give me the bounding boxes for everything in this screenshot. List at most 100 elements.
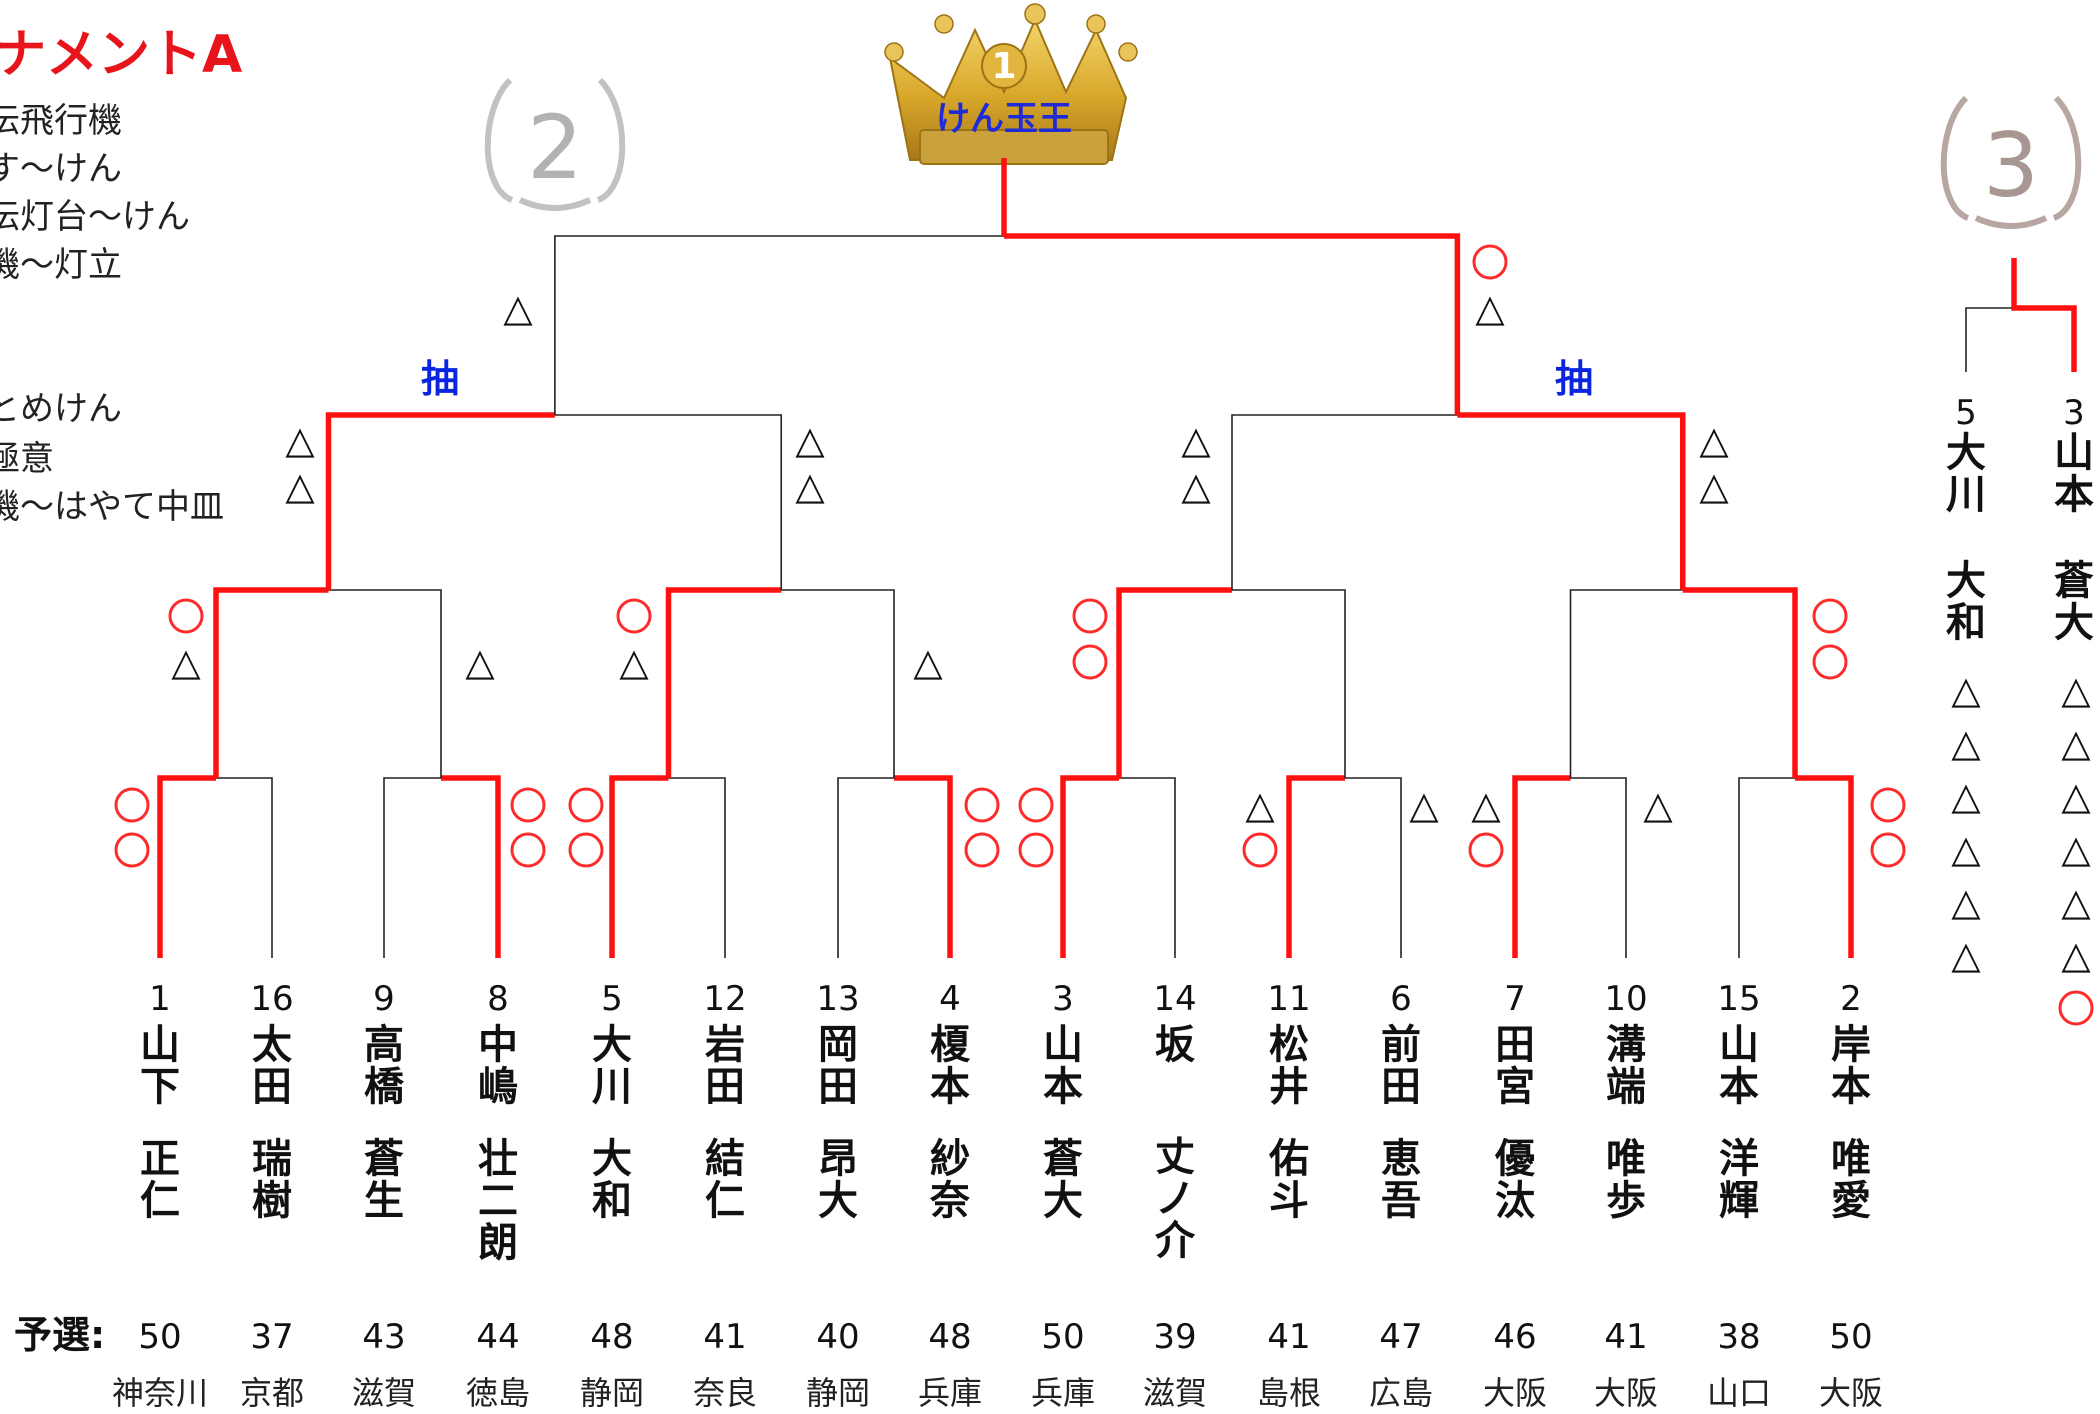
win-circle-mark bbox=[1470, 834, 1502, 866]
player-prefecture: 広島 bbox=[1369, 1374, 1433, 1412]
winner-path bbox=[1119, 590, 1232, 778]
player-seed: 16 bbox=[250, 979, 293, 1019]
bracket-title: ナメントA bbox=[0, 25, 242, 85]
player-name-char: 恵 bbox=[1381, 1136, 1421, 1182]
result-marks: △△△△△△△△△△△△△△△△△△ bbox=[116, 246, 1904, 866]
player-name-char: 朗 bbox=[478, 1220, 518, 1266]
player-name-char: 田 bbox=[705, 1064, 745, 1110]
draw-triangle-mark: △ bbox=[171, 640, 201, 684]
bracket-line bbox=[669, 778, 726, 958]
player-name-char: 正 bbox=[140, 1136, 180, 1182]
bracket-line bbox=[1232, 415, 1457, 590]
player-name-char: 奈 bbox=[929, 1178, 970, 1224]
bracket-line bbox=[1232, 590, 1345, 778]
player-name-char: 結 bbox=[705, 1136, 745, 1182]
player-name-char: 輝 bbox=[1719, 1178, 1759, 1224]
player-name-char: 本 bbox=[1043, 1064, 1083, 1110]
player-prefecture: 大阪 bbox=[1483, 1374, 1547, 1412]
draw-triangle-mark: △ bbox=[2061, 668, 2091, 712]
player-prefecture: 山口 bbox=[1707, 1374, 1771, 1412]
player-name-char: 瑞 bbox=[252, 1136, 292, 1182]
bracket-line bbox=[1966, 308, 2014, 372]
win-circle-mark bbox=[966, 789, 998, 821]
player-prefecture: 兵庫 bbox=[918, 1374, 982, 1412]
rule-line: す〜けん bbox=[0, 149, 122, 189]
player-prefecture: 奈良 bbox=[693, 1374, 757, 1412]
win-circle-mark bbox=[570, 789, 602, 821]
draw-triangle-mark: △ bbox=[1951, 827, 1981, 871]
bracket-line bbox=[216, 778, 272, 958]
player-seed: 5 bbox=[601, 979, 623, 1019]
win-circle-mark bbox=[116, 834, 148, 866]
player-name-char: 蒼 bbox=[2054, 558, 2094, 604]
bracket-line bbox=[555, 236, 1004, 415]
second-place-rank: 2 bbox=[527, 96, 583, 199]
player-seed: 4 bbox=[939, 979, 961, 1019]
win-circle-mark bbox=[618, 600, 650, 632]
prelim-score: 41 bbox=[1604, 1317, 1647, 1357]
draw-triangle-mark: △ bbox=[1181, 464, 1211, 508]
prelim-score: 46 bbox=[1493, 1317, 1536, 1357]
win-circle-mark bbox=[512, 834, 544, 866]
player-name-char: 丈 bbox=[1155, 1134, 1195, 1180]
winner-path bbox=[1457, 415, 1682, 590]
player-name-char: 和 bbox=[592, 1178, 632, 1224]
prelim-score: 40 bbox=[816, 1317, 859, 1357]
player-list: 1山下正仁50神奈川16太田瑞樹37京都9高橋蒼生43滋賀8中嶋壮二朗44徳島5… bbox=[112, 979, 1883, 1412]
player-seed: 15 bbox=[1717, 979, 1760, 1019]
rule-line: 機〜はやて中皿 bbox=[0, 487, 224, 527]
prelim-score: 38 bbox=[1717, 1317, 1760, 1357]
prelim-score: 39 bbox=[1153, 1317, 1196, 1357]
player-name-char: 本 bbox=[1719, 1064, 1759, 1110]
player-name-char: 和 bbox=[1946, 600, 1986, 646]
player-name-char: 山 bbox=[1719, 1022, 1759, 1068]
prelim-score: 50 bbox=[138, 1317, 181, 1357]
draw-triangle-mark: △ bbox=[2061, 721, 2091, 765]
player-name-char: 唯 bbox=[1606, 1136, 1646, 1182]
player-name-char: 斗 bbox=[1269, 1178, 1309, 1224]
player-name-char: 橋 bbox=[364, 1064, 404, 1110]
player-name-char: 田 bbox=[1381, 1064, 1421, 1110]
player-name-char: 唯 bbox=[1831, 1136, 1871, 1182]
draw-triangle-mark: △ bbox=[465, 640, 495, 684]
win-circle-mark bbox=[2060, 992, 2092, 1024]
draw-triangle-mark: △ bbox=[1951, 774, 1981, 818]
player-name-char: 川 bbox=[592, 1064, 632, 1110]
player-name-char: 川 bbox=[1946, 472, 1986, 518]
player-seed: 8 bbox=[487, 979, 509, 1019]
bracket-line bbox=[384, 778, 441, 958]
draw-triangle-mark: △ bbox=[795, 418, 825, 462]
player-name-char: 岸 bbox=[1831, 1022, 1871, 1068]
prelim-score: 50 bbox=[1041, 1317, 1084, 1357]
player-name-char: 二 bbox=[478, 1178, 518, 1224]
player-name-char: 大 bbox=[818, 1178, 858, 1224]
win-circle-mark bbox=[512, 789, 544, 821]
win-circle-mark bbox=[116, 789, 148, 821]
draw-triangle-mark: △ bbox=[2061, 774, 2091, 818]
draw-triangle-mark: △ bbox=[619, 640, 649, 684]
winner-path bbox=[1795, 778, 1851, 958]
player-name-char: 田 bbox=[818, 1064, 858, 1110]
winner-path bbox=[1683, 590, 1795, 778]
player-name-char: 榎 bbox=[930, 1022, 971, 1068]
winner-path bbox=[894, 778, 950, 958]
player-prefecture: 滋賀 bbox=[1143, 1374, 1207, 1412]
bracket-line bbox=[1345, 778, 1401, 958]
player-prefecture: 神奈川 bbox=[112, 1374, 208, 1412]
player-seed: 3 bbox=[1052, 979, 1074, 1019]
player-name-char: 溝 bbox=[1606, 1022, 1646, 1068]
player-prefecture: 滋賀 bbox=[352, 1374, 416, 1412]
winner-path bbox=[1004, 236, 1457, 415]
player-name-char: 大 bbox=[1946, 558, 1986, 604]
player-seed: 7 bbox=[1504, 979, 1526, 1019]
player-name-char: 前 bbox=[1381, 1022, 1421, 1068]
winner-path bbox=[1515, 778, 1571, 958]
player-prefecture: 島根 bbox=[1257, 1374, 1321, 1412]
player-name-char: 昂 bbox=[818, 1136, 858, 1182]
win-circle-mark bbox=[1020, 834, 1052, 866]
player-seed: 11 bbox=[1267, 979, 1310, 1019]
winner-path bbox=[441, 778, 498, 958]
player-name-char: 愛 bbox=[1831, 1178, 1871, 1224]
player-name-char: 岩 bbox=[705, 1022, 745, 1068]
winner-path bbox=[2014, 258, 2074, 372]
